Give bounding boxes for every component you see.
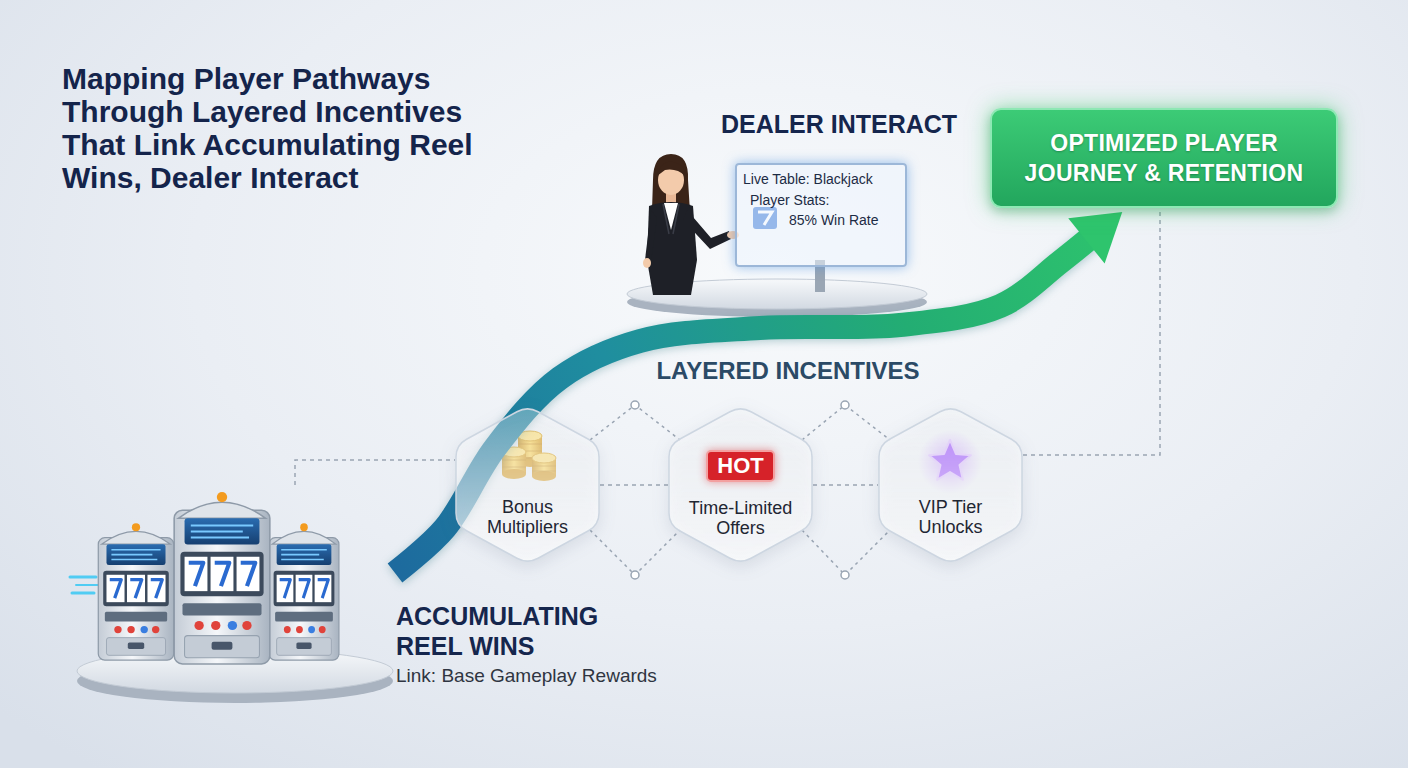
incentive-links: [802, 405, 890, 440]
incentive-links: [590, 530, 680, 575]
dashed-link: [813, 484, 878, 486]
star-icon: [918, 430, 982, 494]
star-icon: [918, 430, 982, 494]
incentive-links: [590, 405, 890, 575]
screen-line: 85% Win Rate: [789, 212, 878, 228]
dealer-figure: [643, 258, 651, 268]
outcome-box: OPTIMIZED PLAYER JOURNEY & RETENTION: [990, 108, 1338, 208]
incentive-text: Time-Limited Offers: [679, 498, 803, 538]
dealer-figure: [657, 162, 685, 176]
station-subtitle: Link: Base Gameplay Rewards: [396, 665, 657, 687]
incentive-links: [802, 530, 890, 575]
node-outline: [878, 405, 1023, 565]
dealer-figure: [645, 210, 657, 262]
incentive-text: VIP Tier Unlocks: [889, 497, 1013, 537]
connector: [1023, 208, 1160, 455]
link-dot: [631, 401, 639, 409]
slot-machines: [98, 523, 173, 660]
dashed-link: [600, 484, 668, 486]
screen-line: Player Stats:: [750, 192, 829, 208]
coin-stack-icon: [502, 469, 526, 479]
link-dot: [631, 401, 849, 579]
slot-machines: [174, 492, 270, 664]
star-icon: [929, 440, 971, 480]
incentive-hexagon: HOT Time-Limited Offers: [668, 405, 813, 565]
incentive-links: [590, 405, 680, 440]
hot-badge: HOT: [706, 450, 774, 482]
station-heading: ACCUMULATING REEL WINS: [396, 601, 636, 661]
coin-stack-icon: [502, 460, 526, 467]
station-heading: DEALER INTERACT: [721, 110, 957, 139]
screen-line: Live Table: Blackjack: [743, 171, 873, 187]
dealer-station: DEALER INTERACT Live Table: BlackjackPlay…: [615, 110, 970, 320]
dealer-figure: [683, 210, 731, 249]
speed-streaks: [72, 592, 94, 595]
dealer-figure: [627, 154, 927, 317]
stats-screen: Live Table: BlackjackPlayer Stats: 85% Wi…: [735, 163, 907, 267]
hexagon-outline: [879, 409, 1022, 561]
speed-streaks: [70, 576, 96, 579]
diagram-title: Mapping Player Pathways Through Layered …: [62, 62, 512, 194]
node-outline: [668, 405, 813, 565]
link-dot: [631, 571, 639, 579]
outcome-text: OPTIMIZED PLAYER JOURNEY & RETENTION: [1008, 128, 1320, 188]
speed-streaks: [76, 584, 98, 586]
coin-stack-icon: [532, 466, 556, 471]
hexagon-outline: [456, 409, 599, 561]
arrow-head: [1068, 212, 1122, 263]
link-dot: [841, 571, 849, 579]
dashed-link: [295, 460, 455, 485]
node-outline: [455, 405, 600, 565]
incentive-hexagon: VIP Tier Unlocks: [878, 405, 1023, 565]
connector: [295, 460, 455, 485]
section-label: LAYERED INCENTIVES: [588, 357, 988, 385]
dealer-figure: [663, 204, 679, 234]
connector: [813, 485, 878, 486]
incentive-hexagon: Bonus Multipliers: [455, 405, 600, 565]
link-dot: [841, 401, 849, 409]
coin-stack-icon: [532, 471, 556, 481]
coin-stack-icon: [532, 453, 556, 463]
slot-machines: [70, 492, 393, 703]
reel-wins-station: ACCUMULATING REEL WINSLink: Base Gamepla…: [70, 485, 395, 705]
incentive-text: Bonus Multipliers: [466, 497, 590, 537]
connector: [600, 485, 668, 486]
speed-streaks: [70, 577, 98, 593]
flow-arrow: [395, 235, 1094, 573]
slot-machines: [269, 523, 339, 660]
hexagon-outline: [669, 409, 812, 561]
dashed-link: [1023, 208, 1160, 455]
